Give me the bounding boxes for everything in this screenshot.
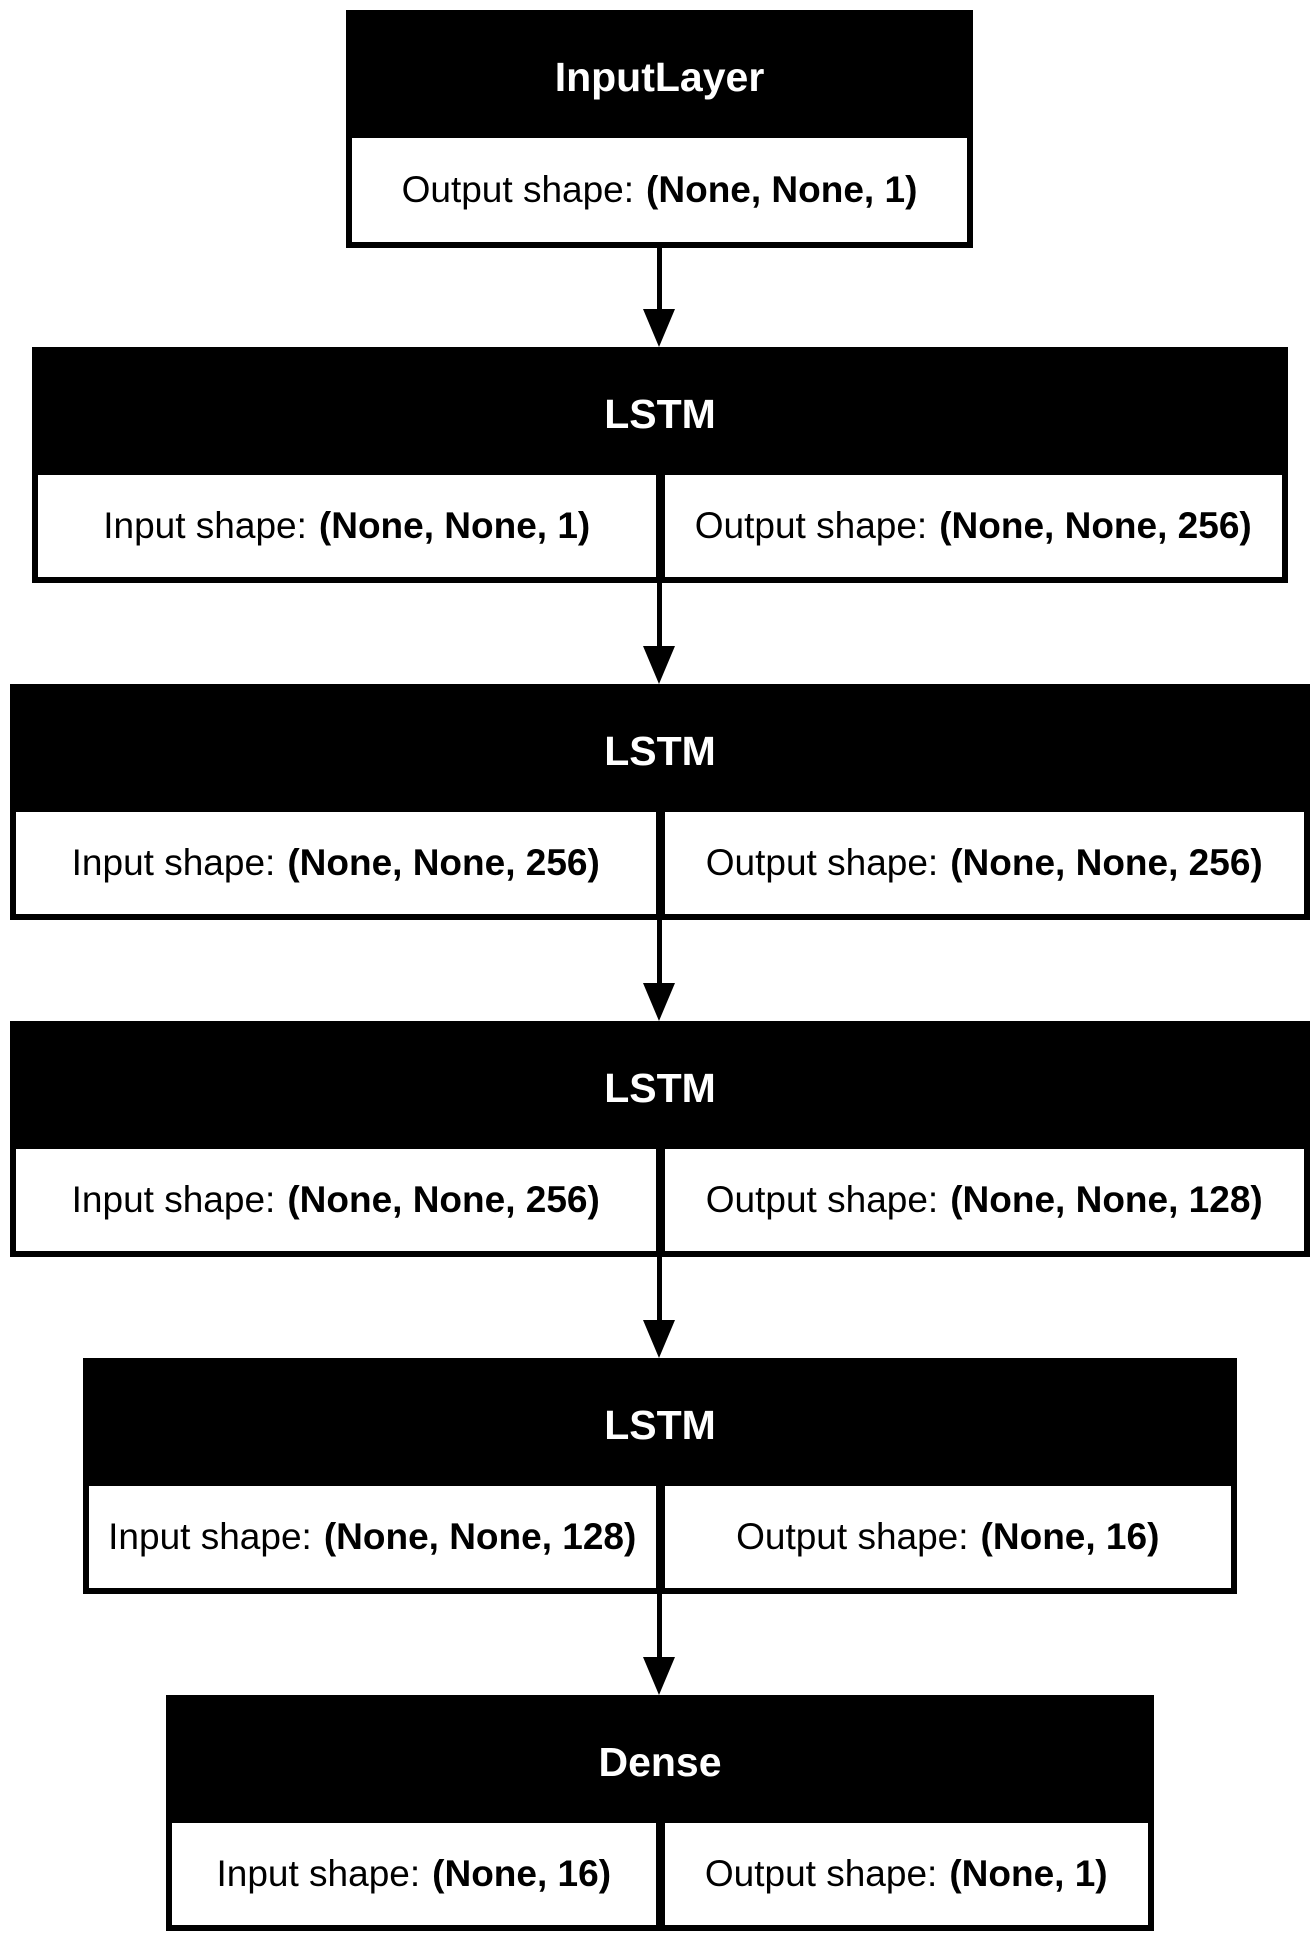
edge-arrow — [643, 248, 675, 347]
shape-label: Input shape: — [71, 1179, 276, 1220]
shape-label: Output shape: — [705, 1179, 939, 1220]
output-shape-cell: Output shape: (None, 16) — [664, 1486, 1231, 1588]
layer-title: LSTM — [604, 727, 716, 774]
layer-node-input: InputLayer Output shape: (None, None, 1) — [346, 10, 973, 248]
output-shape-cell: Output shape: (None, None, 1) — [352, 138, 967, 242]
layer-title: InputLayer — [554, 53, 765, 100]
shape-value: (None, None, 256) — [287, 1179, 600, 1220]
shape-value: (None, None, 256) — [950, 842, 1263, 883]
shape-label: Input shape: — [103, 505, 307, 546]
shape-value: (None, 16) — [980, 1516, 1160, 1557]
shape-value: (None, None, 128) — [950, 1179, 1263, 1220]
shape-label: Output shape: — [736, 1516, 969, 1557]
shape-label: Output shape: — [401, 169, 635, 210]
layer-title: LSTM — [604, 390, 716, 437]
layer-node-lstm-2: LSTM Input shape: (None, None, 256) Outp… — [10, 684, 1310, 920]
shape-value: (None, None, 128) — [323, 1516, 637, 1557]
shape-label: Output shape: — [704, 1853, 938, 1894]
layer-node-lstm-4: LSTM Input shape: (None, None, 128) Outp… — [83, 1358, 1237, 1594]
shape-value: (None, None, 256) — [287, 842, 600, 883]
input-shape-cell: Input shape: (None, None, 256) — [16, 1149, 656, 1251]
shape-value: (None, 16) — [432, 1853, 612, 1894]
shape-value: (None, None, 256) — [939, 505, 1252, 546]
layer-title: LSTM — [604, 1064, 716, 1111]
output-shape-cell: Output shape: (None, None, 256) — [664, 475, 1282, 577]
shape-label: Input shape: — [108, 1516, 312, 1557]
layer-node-lstm-1: LSTM Input shape: (None, None, 1) Output… — [32, 347, 1288, 583]
shape-value: (None, 1) — [949, 1853, 1108, 1894]
edge-arrow — [643, 583, 675, 684]
layer-title: LSTM — [604, 1401, 716, 1448]
shape-value: (None, None, 1) — [318, 505, 591, 546]
shape-label: Input shape: — [71, 842, 276, 883]
layer-title: Dense — [598, 1738, 722, 1785]
layer-node-dense: Dense Input shape: (None, 16) Output sha… — [166, 1695, 1154, 1931]
shape-label: Input shape: — [216, 1853, 421, 1894]
input-shape-cell: Input shape: (None, 16) — [172, 1823, 656, 1925]
input-shape-cell: Input shape: (None, None, 1) — [38, 475, 656, 577]
layer-node-lstm-3: LSTM Input shape: (None, None, 256) Outp… — [10, 1021, 1310, 1257]
output-shape-cell: Output shape: (None, 1) — [664, 1823, 1148, 1925]
edge-arrow — [643, 920, 675, 1021]
input-shape-cell: Input shape: (None, None, 256) — [16, 812, 656, 914]
edge-arrow — [643, 1257, 675, 1358]
edge-arrow — [643, 1594, 675, 1695]
input-shape-cell: Input shape: (None, None, 128) — [89, 1486, 656, 1588]
shape-value: (None, None, 1) — [646, 169, 918, 210]
output-shape-cell: Output shape: (None, None, 256) — [664, 812, 1304, 914]
shape-label: Output shape: — [694, 505, 928, 546]
shape-label: Output shape: — [705, 842, 939, 883]
output-shape-cell: Output shape: (None, None, 128) — [664, 1149, 1304, 1251]
